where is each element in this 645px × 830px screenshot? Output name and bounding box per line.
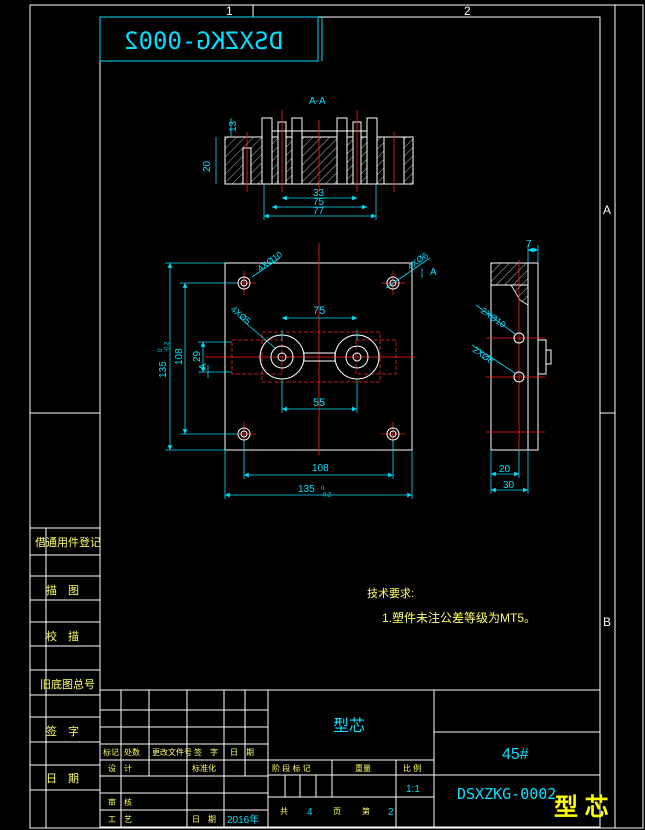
- section-dim-13: 13: [228, 120, 239, 132]
- strip-proof: 校 描: [46, 629, 79, 643]
- title-rev-count: 处数: [124, 747, 140, 757]
- tech-title: 技术要求:: [367, 587, 414, 600]
- title-total: 4: [307, 807, 313, 818]
- title-sheet: 2: [388, 807, 394, 818]
- title-page-label: 页: [333, 807, 341, 816]
- title-total-label: 共: [280, 807, 288, 816]
- plan-dim-135-v: 135: [158, 361, 169, 378]
- side-dim-7: 7: [526, 239, 532, 250]
- zone-label-b: B: [603, 615, 611, 629]
- plan-dim-135-h: 135: [298, 484, 315, 495]
- title-block: [99, 689, 601, 828]
- side-dim-20: 20: [499, 464, 511, 475]
- title-scale-label: 比 例: [403, 763, 421, 773]
- strip-sign: 签 字: [46, 724, 79, 738]
- section-dim-77: 77: [313, 206, 325, 217]
- strip-old-base: 旧底图总号: [40, 677, 95, 691]
- title-stage-mark: 阶 段 标 记: [272, 763, 311, 773]
- title-drawing-no: DSXZKG-0002: [457, 785, 556, 803]
- plan-dim-75: 75: [313, 305, 325, 317]
- strip-date: 日 期: [46, 772, 79, 785]
- title-rev-doc: 更改文件号: [152, 747, 192, 757]
- zone-label-a: A: [603, 203, 611, 217]
- plan-dim-108-h: 108: [312, 463, 329, 474]
- title-year: 2016年: [227, 813, 259, 826]
- plan-view: 4XØ10 4XØ6 4XØ5 A A 75 55 29 108 135 0-0…: [158, 243, 437, 499]
- title-process: 工 艺: [108, 815, 132, 824]
- title-standardize: 标准化: [192, 763, 216, 773]
- strip-trace: 描 图: [46, 583, 79, 597]
- side-view: 7 2XØ10 2XØ8 20 30: [471, 239, 552, 494]
- plan-dim-29: 29: [192, 350, 203, 362]
- drawing-number-mirrored: DSXZKG-0002: [124, 27, 283, 55]
- plan-holes-4x5: 4XØ5: [229, 304, 253, 326]
- title-review: 审 核: [108, 797, 132, 807]
- section-dim-75: 75: [313, 197, 325, 208]
- title-date-label: 日 期: [192, 815, 216, 824]
- title-stamp: 型 芯: [554, 794, 609, 821]
- plan-dim-108-v: 108: [174, 348, 185, 365]
- drawing-number-box: DSXZKG-0002: [99, 16, 323, 62]
- side-holes-2x10: 2XØ10: [479, 305, 508, 329]
- title-rev-sign: 签 字: [194, 747, 218, 757]
- section-dim-33: 33: [313, 188, 325, 199]
- plan-tol-v: 0-0.2: [158, 341, 171, 352]
- side-dim-30: 30: [503, 480, 515, 491]
- tech-line-1: 1.塑件未注公差等级为MT5。: [382, 610, 536, 625]
- title-sheet-label: 第: [362, 806, 370, 816]
- plan-arrow-a: A: [430, 267, 437, 278]
- title-rev-date: 日 期: [230, 748, 254, 757]
- zone-label-1: 1: [226, 4, 233, 18]
- section-dim-20: 20: [202, 160, 213, 172]
- zone-label-2: 2: [464, 4, 471, 18]
- title-rev-marks: 标记: [103, 747, 119, 757]
- plan-arrow-a-left: A: [198, 363, 209, 370]
- plan-dim-55: 55: [313, 397, 325, 409]
- title-weight: 重量: [355, 763, 371, 773]
- plan-holes-4x10: 4XØ10: [255, 249, 284, 273]
- strip-borrow-record: 借通用件登记: [35, 535, 101, 549]
- title-design: 设 计: [108, 763, 132, 773]
- section-view: A-A 13 20 33 75 77: [202, 96, 414, 220]
- plan-holes-4x6: 4XØ6: [405, 250, 430, 271]
- plan-tol-h: 0-0.2: [321, 486, 332, 499]
- title-material: 45#: [502, 746, 529, 763]
- left-strip: [29, 527, 101, 829]
- side-holes-2x8: 2XØ8: [471, 344, 496, 365]
- section-label: A-A: [309, 96, 326, 107]
- title-part-name: 型芯: [333, 717, 365, 735]
- title-scale: 1:1: [406, 784, 420, 795]
